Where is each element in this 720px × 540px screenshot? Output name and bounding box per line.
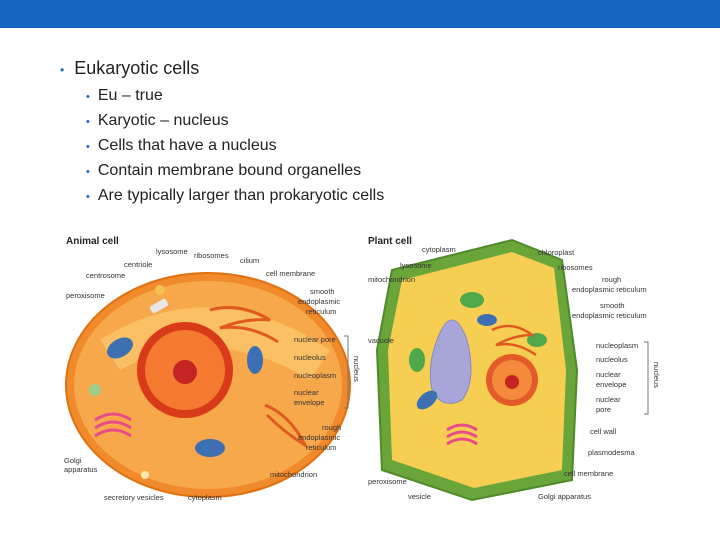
animal-mitochondrion-2: [247, 346, 263, 374]
nucleus-bracket: [344, 335, 349, 409]
label-nuclear-envelope: nuclear: [294, 388, 319, 397]
heading-text: Eukaryotic cells: [74, 58, 200, 78]
bullet-dot-icon: •: [60, 63, 65, 77]
animal-vesicle: [141, 471, 149, 479]
animal-rough-er-2: [264, 403, 309, 449]
label-nuclear-pore: pore: [596, 405, 611, 414]
label-cilium: cilium: [240, 256, 259, 265]
animal-lysosome: [155, 285, 165, 295]
plant-nucleolus: [505, 375, 519, 389]
animal-nucleolus: [173, 360, 197, 384]
label-smooth-er: smooth: [310, 287, 335, 296]
label-smooth-er: endoplasmic reticulum: [572, 311, 647, 320]
label-nucleolus: nucleolus: [294, 353, 326, 362]
plant-chloroplast-2: [409, 348, 425, 372]
label-nuclear-pore: nuclear pore: [294, 335, 336, 344]
label-vacuole: vacuole: [368, 336, 394, 345]
plant-mitochondrion-2: [477, 314, 497, 326]
animal-peroxisome: [89, 384, 101, 396]
sub-bullet: • Karyotic – nucleus: [86, 112, 680, 130]
label-ribosomes: ribosomes: [558, 263, 593, 272]
label-golgi: Golgi: [64, 456, 82, 465]
label-mitochondrion: mitochondrion: [368, 275, 415, 284]
bullet-dot-icon: •: [86, 166, 90, 178]
sub-bullet: • Cells that have a nucleus: [86, 137, 680, 155]
plant-cytoplasm: [388, 252, 566, 488]
label-nuclear-envelope: envelope: [294, 398, 324, 407]
label-nucleolus: nucleolus: [596, 355, 628, 364]
plant-mitochondrion-1: [416, 390, 438, 410]
animal-golgi: [94, 412, 132, 438]
bullet-dot-icon: •: [86, 141, 90, 153]
plant-cell-title: Plant cell: [368, 236, 412, 247]
label-rough-er: endoplasmic reticulum: [572, 285, 647, 294]
sub-bullet-text: Cells that have a nucleus: [97, 137, 277, 154]
label-vesicle: vesicle: [408, 492, 431, 501]
label-centrosome: centrosome: [86, 271, 125, 280]
bullet-dot-icon: •: [86, 191, 90, 203]
sub-bullet: • Eu – true: [86, 87, 680, 105]
sub-bullet-text: Contain membrane bound organelles: [97, 162, 362, 179]
plant-vacuole: [429, 319, 472, 404]
animal-cell-title: Animal cell: [66, 236, 119, 247]
label-rough-er: endoplasmic: [298, 433, 340, 442]
label-cytoplasm: cytoplasm: [188, 493, 222, 502]
animal-centriole: [149, 298, 169, 314]
label-smooth-er: smooth: [600, 301, 625, 310]
label-peroxisome: peroxisome: [66, 291, 105, 300]
animal-cell-svg: Animal cell lysosome ribosomes centriole…: [64, 236, 360, 502]
plant-cell-svg: Plant cell cytoplasm chloroplast lysosom…: [368, 236, 661, 502]
label-rough-er: reticulum: [306, 443, 336, 452]
label-smooth-er: reticulum: [306, 307, 336, 316]
label-nucleus: nucleus: [652, 362, 661, 388]
label-cell-membrane: cell membrane: [564, 469, 613, 478]
sub-bullet-text: Eu – true: [97, 87, 163, 104]
label-nucleoplasm: nucleoplasm: [294, 371, 336, 380]
sub-bullet-text: Are typically larger than prokaryotic ce…: [97, 187, 385, 204]
bullet-list: • Eukaryotic cells • Eu – true • Karyoti…: [60, 58, 680, 212]
label-ribosomes: ribosomes: [194, 251, 229, 260]
animal-mitochondrion-3: [195, 439, 225, 457]
label-peroxisome: peroxisome: [368, 477, 407, 486]
label-rough-er: rough: [602, 275, 621, 284]
label-nuclear-pore: nuclear: [596, 395, 621, 404]
label-smooth-er: endoplasmic: [298, 297, 340, 306]
plant-chloroplast-1: [460, 292, 484, 308]
sub-bullet: • Contain membrane bound organelles: [86, 162, 680, 180]
plant-cell-diagram: Plant cell cytoplasm chloroplast lysosom…: [362, 230, 672, 510]
label-centriole: centriole: [124, 260, 152, 269]
label-lysosome: lysosome: [400, 261, 432, 270]
label-lysosome: lysosome: [156, 247, 188, 256]
label-chloroplast: chloroplast: [538, 248, 575, 257]
label-cell-wall: cell wall: [590, 427, 617, 436]
label-golgi: Golgi apparatus: [538, 492, 591, 501]
plant-golgi: [446, 423, 478, 446]
animal-rough-er: [209, 306, 279, 344]
label-cytoplasm: cytoplasm: [422, 245, 456, 254]
animal-cell-diagram: Animal cell lysosome ribosomes centriole…: [60, 230, 360, 510]
bullet-heading: • Eukaryotic cells: [60, 58, 680, 79]
label-nucleoplasm: nucleoplasm: [596, 341, 638, 350]
label-secretory-vesicles: secretory vesicles: [104, 493, 164, 502]
title-bar: [0, 0, 720, 28]
label-nucleus: nucleus: [352, 356, 360, 382]
sub-bullet-text: Karyotic – nucleus: [97, 112, 229, 129]
sub-bullet: • Are typically larger than prokaryotic …: [86, 187, 680, 205]
bullet-dot-icon: •: [86, 91, 90, 103]
nucleus-bracket: [644, 341, 649, 415]
label-rough-er: rough: [322, 423, 341, 432]
label-nuclear-envelope: envelope: [596, 380, 626, 389]
bullet-dot-icon: •: [86, 116, 90, 128]
plant-chloroplast-3: [527, 333, 547, 347]
label-golgi: apparatus: [64, 465, 98, 474]
label-cell-membrane: cell membrane: [266, 269, 315, 278]
animal-mitochondrion-1: [107, 337, 133, 359]
plant-er: [491, 324, 537, 357]
label-mitochondrion: mitochondrion: [270, 470, 317, 479]
label-plasmodesma: plasmodesma: [588, 448, 636, 457]
label-nuclear-envelope: nuclear: [596, 370, 621, 379]
